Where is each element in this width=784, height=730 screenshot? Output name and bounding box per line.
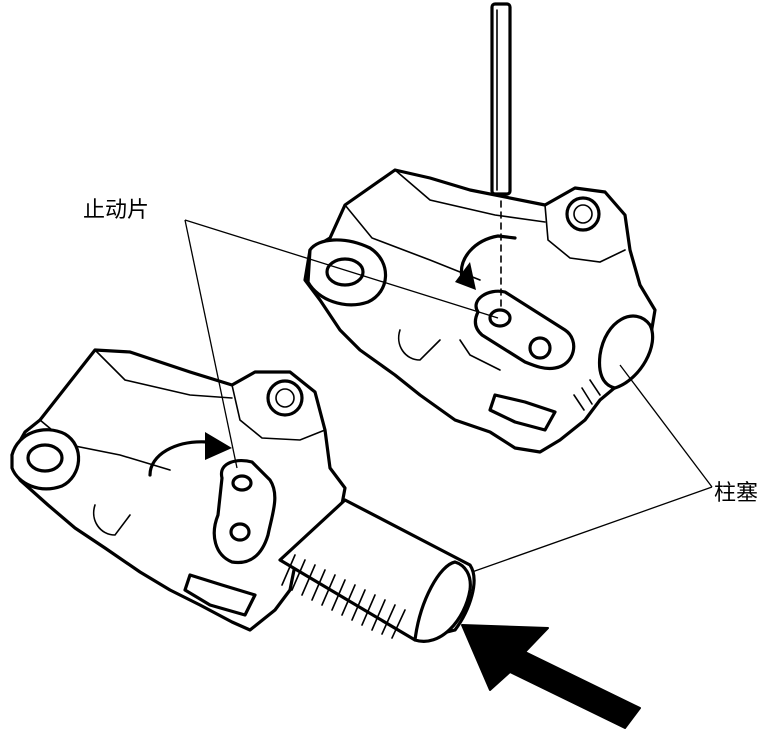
plunger-knurl xyxy=(281,554,406,639)
upper-tensioner xyxy=(303,168,657,454)
push-arrow xyxy=(461,624,641,729)
lower-mount-hole xyxy=(266,379,304,417)
lower-stopper-plate xyxy=(212,458,277,565)
upper-mount-hole xyxy=(565,196,601,232)
plunger-label: 柱塞 xyxy=(714,481,758,506)
lower-tensioner xyxy=(10,348,476,643)
upper-left-hole xyxy=(325,257,365,287)
leader-lines xyxy=(184,219,713,573)
lower-tensioner-body xyxy=(10,348,347,632)
stopper-label: 止动片 xyxy=(83,198,149,223)
lower-left-hole xyxy=(26,443,64,473)
lock-pin xyxy=(490,2,512,307)
